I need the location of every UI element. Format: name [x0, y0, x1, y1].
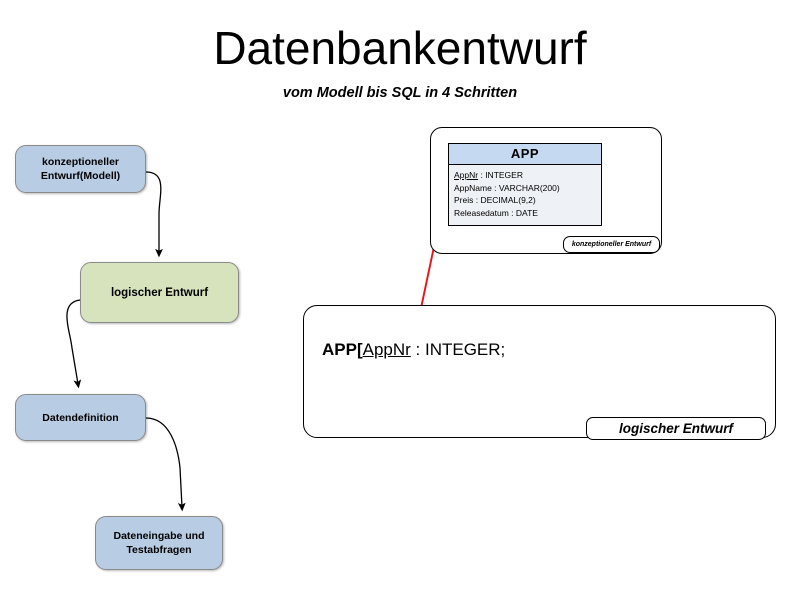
relation-prefix: APP[ [322, 340, 363, 359]
relation-key: AppNr [362, 340, 411, 359]
relation-suffix: : INTEGER; [410, 340, 506, 359]
attribute-name: AppName [454, 182, 492, 193]
entity-attribute-row: AppNr : INTEGER [454, 169, 596, 182]
page-title: Datenbankentwurf [213, 22, 587, 74]
arrow-datendef-to-eingabe [145, 417, 186, 512]
attribute-separator: : [508, 207, 516, 218]
entity-table-app[interactable]: APP AppNr : INTEGER AppName : VARCHAR(20… [448, 143, 602, 226]
attribute-name: Releasedatum [454, 207, 509, 218]
entity-attribute-row: AppName : VARCHAR(200) [454, 182, 596, 195]
attribute-separator: : [478, 170, 486, 180]
relation-definition: APP[AppNr : INTEGER; [322, 339, 505, 361]
badge-label: konzeptioneller Entwurf [571, 241, 652, 248]
entity-attribute-row: Releasedatum : DATE [454, 207, 596, 220]
flow-step-logischer-entwurf[interactable]: logischer Entwurf [80, 262, 239, 323]
attribute-separator: : [473, 195, 481, 205]
flow-step-dateneingabe-testabfragen[interactable]: Dateneingabe und Testabfragen [95, 516, 223, 570]
attribute-type: DECIMAL(9,2) [480, 195, 536, 205]
attribute-type: DATE [515, 207, 538, 218]
arrow-logisch-to-datendef [66, 299, 82, 389]
page-subtitle: vom Modell bis SQL in 4 Schritten [282, 85, 518, 101]
arrow-konzept-to-logisch [145, 171, 163, 258]
attribute-name: Preis [454, 195, 474, 205]
flow-step-datendefinition[interactable]: Datendefinition [15, 394, 146, 441]
attribute-type: INTEGER [485, 170, 523, 180]
badge-logischer-entwurf: logischer Entwurf [586, 417, 766, 440]
attribute-name: AppNr [454, 170, 479, 180]
badge-konzeptioneller-entwurf: konzeptioneller Entwurf [563, 236, 660, 253]
attribute-type: VARCHAR(200) [498, 182, 560, 193]
flow-step-label: Datendefinition [42, 411, 119, 424]
flow-step-label: konzeptioneller Entwurf(Modell) [40, 156, 121, 182]
logical-design-panel [303, 305, 776, 438]
badge-label: logischer Entwurf [618, 421, 733, 436]
flow-step-konzeptioneller-entwurf[interactable]: konzeptioneller Entwurf(Modell) [15, 145, 146, 193]
flow-step-label: Dateneingabe und Testabfragen [113, 530, 205, 556]
flow-step-label: logischer Entwurf [110, 286, 209, 299]
entity-name-header: APP [449, 144, 601, 165]
attribute-separator: : [491, 182, 499, 193]
entity-attribute-row: Preis : DECIMAL(9,2) [454, 194, 596, 207]
entity-attribute-list: AppNr : INTEGER AppName : VARCHAR(200) P… [449, 165, 601, 225]
